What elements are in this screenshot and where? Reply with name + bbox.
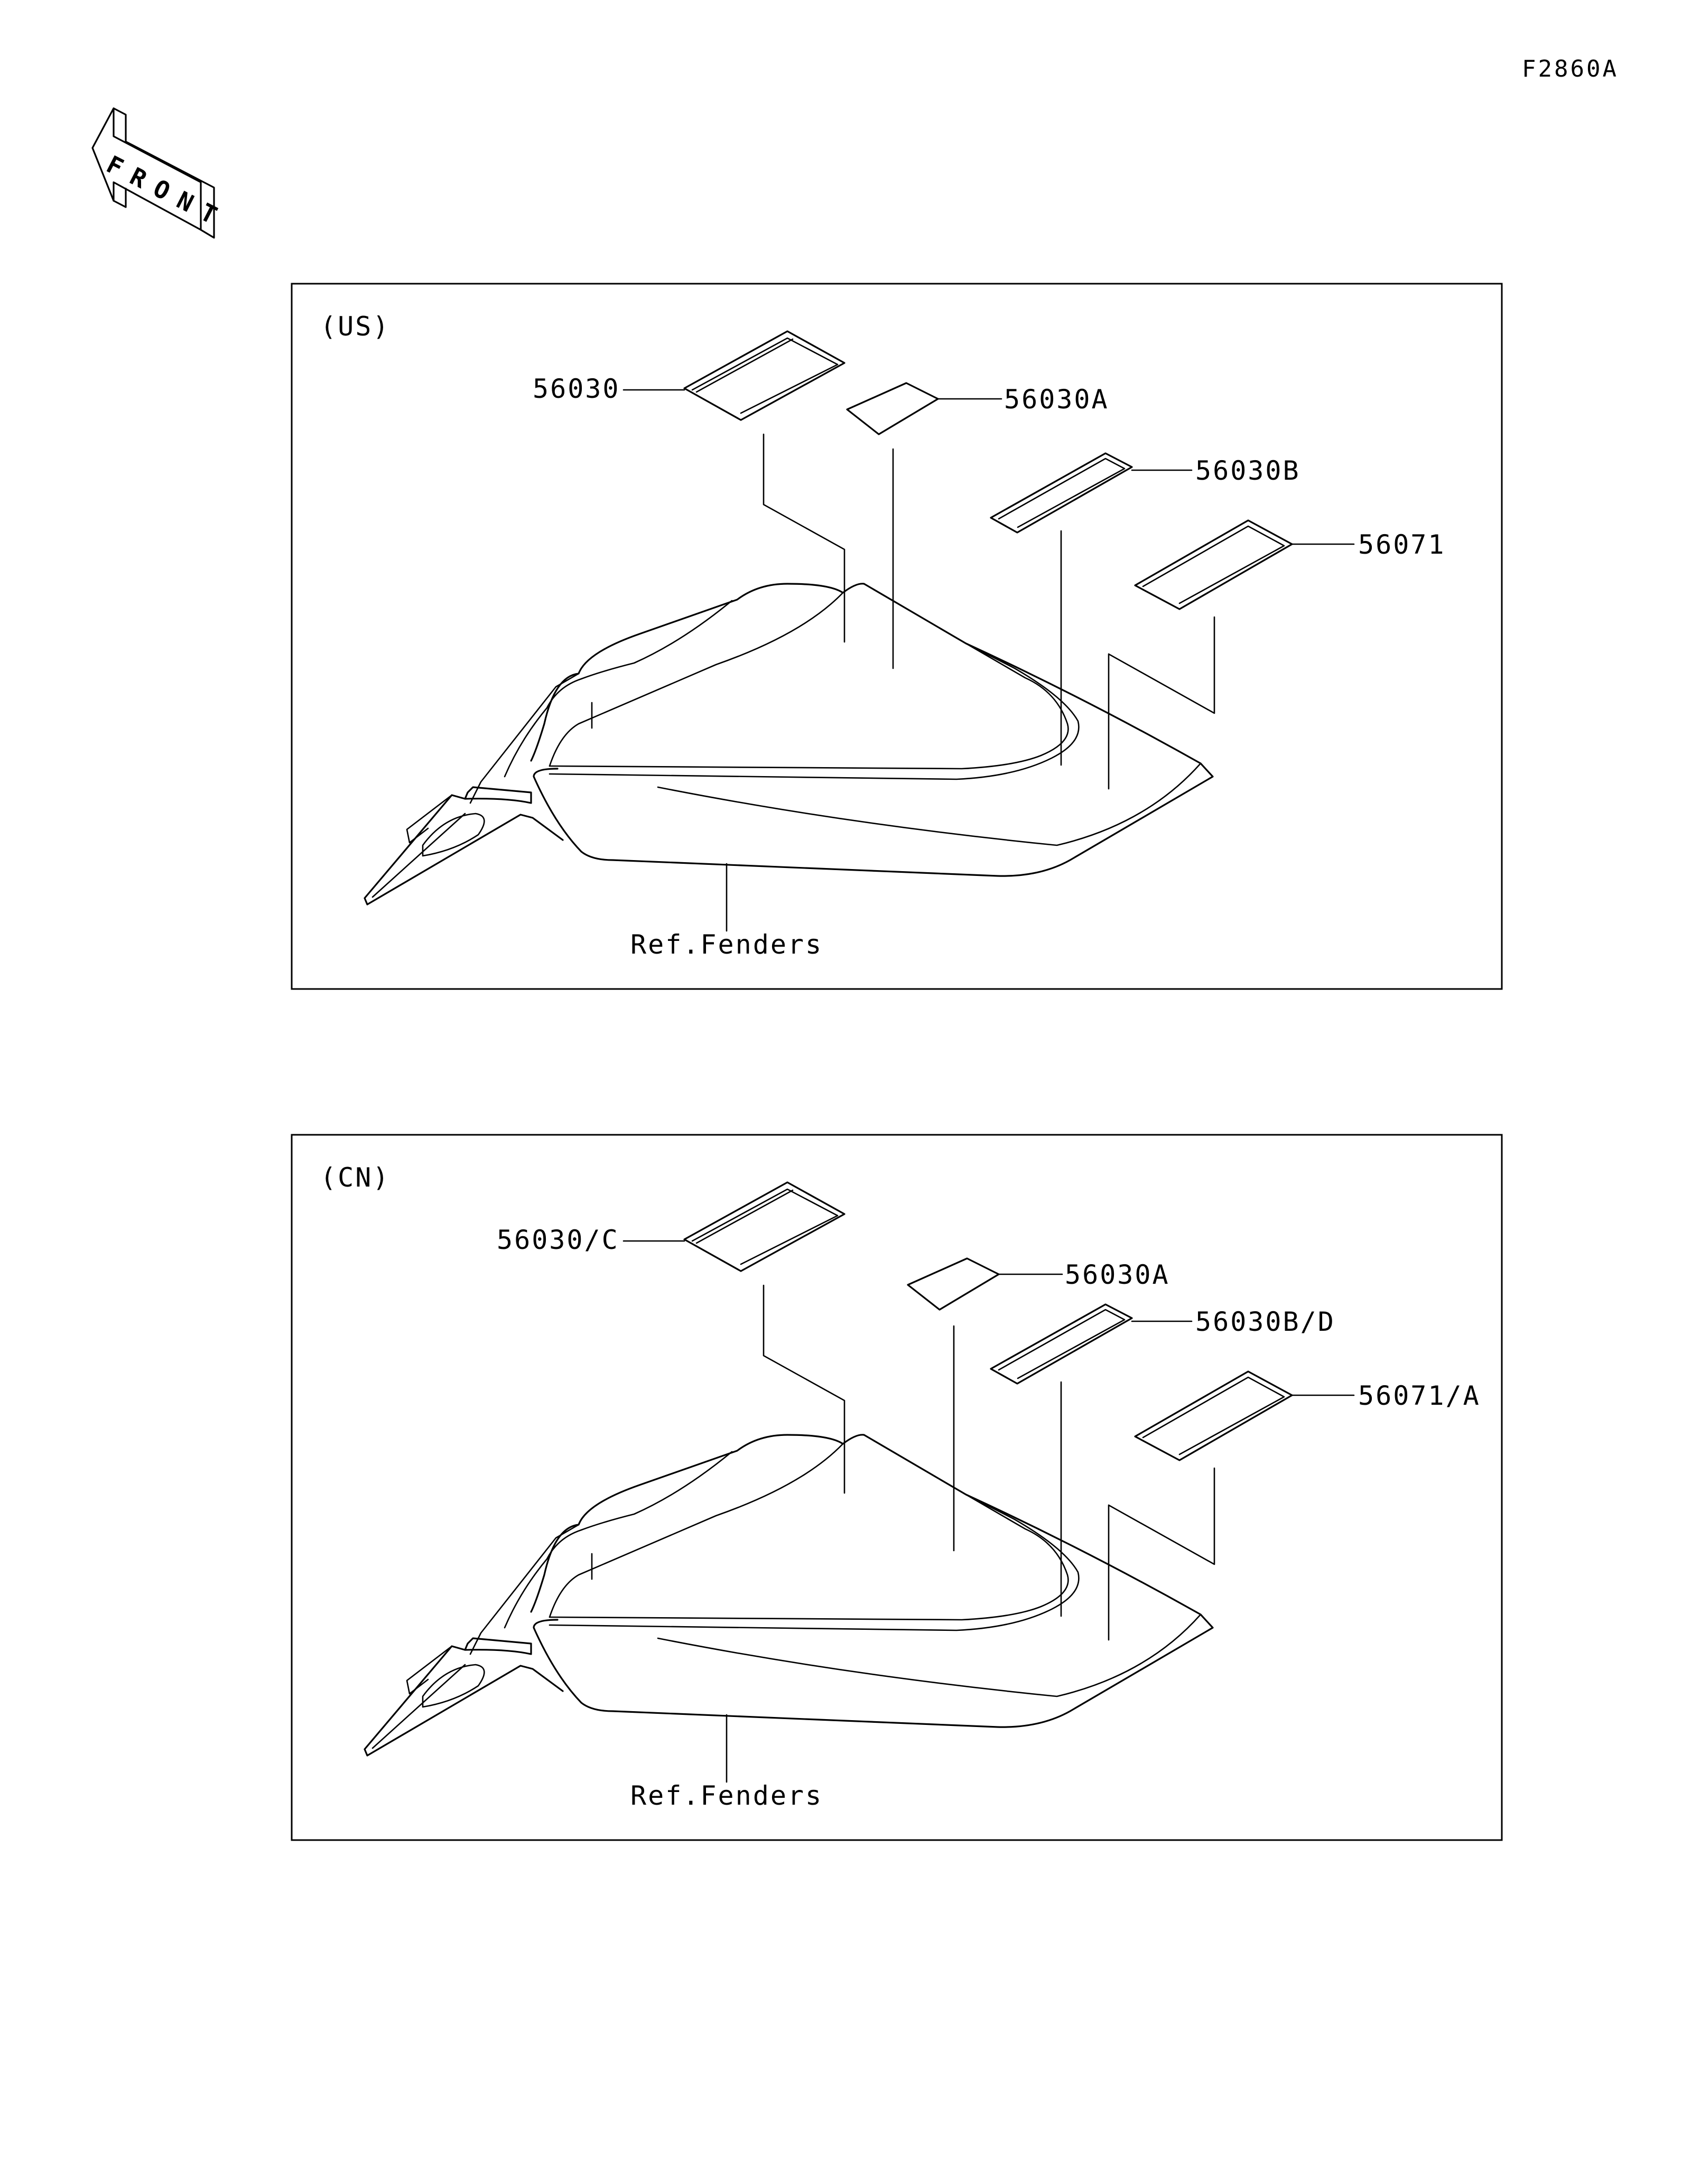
- callout-label: 56071/A: [1358, 1380, 1481, 1411]
- front-arrow-icon: FRONT: [91, 107, 232, 239]
- callout-label: 56030: [533, 374, 620, 404]
- region-label: (CN): [320, 1162, 390, 1193]
- callout-label: 56030B/D: [1195, 1306, 1335, 1337]
- seat-cowl-outline: [364, 1434, 1214, 1757]
- seat-cowl-outline: [364, 583, 1214, 906]
- leader-lines: [622, 1240, 1355, 1783]
- leader-lines: [622, 389, 1355, 932]
- decal-56071-icon: [1134, 519, 1293, 610]
- decal-56030c-icon: [683, 1181, 846, 1272]
- callout-label: 56030A: [1065, 1259, 1170, 1290]
- decal-56071a-icon: [1134, 1370, 1293, 1461]
- callout-label: 56030B: [1195, 455, 1300, 486]
- callout-label: 56030/C: [497, 1225, 619, 1255]
- decal-56030bd-icon: [990, 1303, 1133, 1385]
- reference-label: Ref.Fenders: [630, 1780, 823, 1811]
- panel-us: (US): [291, 283, 1503, 990]
- panel-cn: (CN): [291, 1134, 1503, 1841]
- decal-56030-icon: [683, 330, 846, 421]
- small-label-56030a-icon: [846, 382, 939, 435]
- panel-frame: [291, 1134, 1503, 1841]
- panel-frame: [291, 283, 1503, 990]
- reference-label: Ref.Fenders: [630, 929, 823, 960]
- region-label: (US): [320, 311, 390, 342]
- figure-code: F2860A: [1522, 55, 1619, 82]
- small-label-56030a-icon: [907, 1257, 1000, 1311]
- decal-56030b-icon: [990, 452, 1133, 534]
- callout-label: 56071: [1358, 529, 1446, 560]
- callout-label: 56030A: [1004, 384, 1109, 415]
